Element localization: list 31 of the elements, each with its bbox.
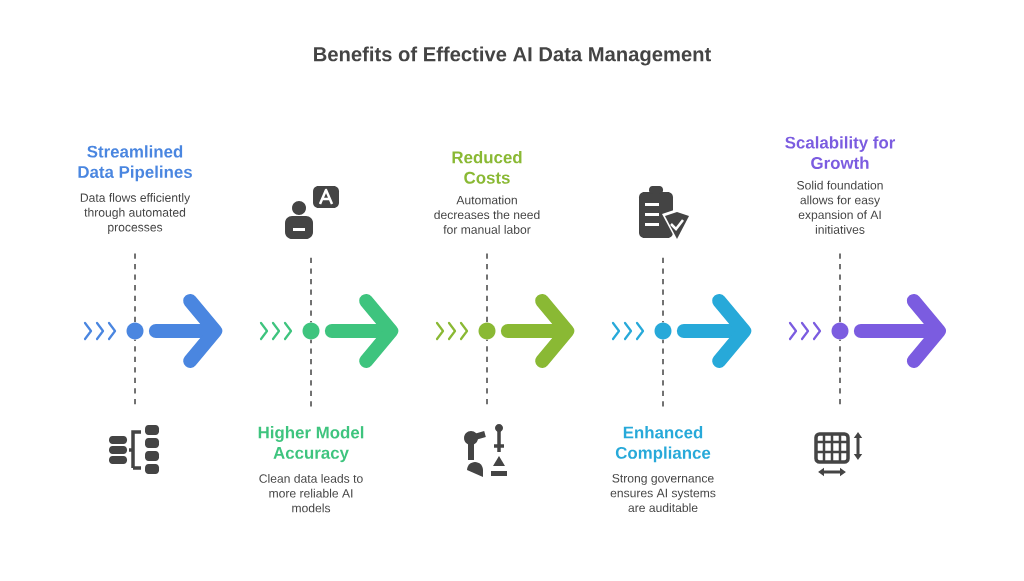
- dot: [831, 322, 849, 340]
- dashed-line: [486, 252, 488, 323]
- table-resize-icon: [814, 432, 863, 477]
- database-icon: [109, 425, 159, 474]
- dot: [302, 322, 320, 340]
- dot: [126, 322, 144, 340]
- step-heading: Scalability for Growth: [785, 136, 896, 169]
- dashed-line: [839, 252, 841, 323]
- step-heading: Reduced Costs: [452, 150, 522, 184]
- step-description: Solid foundation allows for easy expansion of AI initiatives: [797, 180, 883, 234]
- dot: [478, 322, 496, 340]
- step-description: Clean data leads to more reliable AI models: [259, 473, 363, 513]
- dashed-line: [310, 257, 312, 323]
- dashed-line: [134, 339, 136, 405]
- dot: [654, 322, 672, 340]
- step-description: Strong governance ensures AI systems are auditable: [610, 473, 716, 513]
- robot-arm-icon: [464, 424, 507, 477]
- step-heading: Enhanced Compliance: [615, 426, 711, 463]
- title: Benefits of Effective AI Data Management: [314, 46, 711, 66]
- dashed-line: [662, 339, 664, 408]
- robot-icon: [285, 186, 339, 239]
- step-heading: Streamlined Data Pipelines: [78, 145, 192, 182]
- step-description: Data flows efficiently through automated processes: [80, 193, 191, 234]
- clipboard-shield-icon: [639, 186, 692, 242]
- dashed-line: [662, 257, 664, 323]
- step-heading: Higher Model Accuracy: [258, 426, 364, 463]
- dashed-line: [839, 339, 841, 405]
- dashed-line: [310, 339, 312, 408]
- step-description: Automation decreases the need for manual labor: [434, 195, 540, 234]
- dashed-line: [486, 339, 488, 405]
- dashed-line: [134, 252, 136, 323]
